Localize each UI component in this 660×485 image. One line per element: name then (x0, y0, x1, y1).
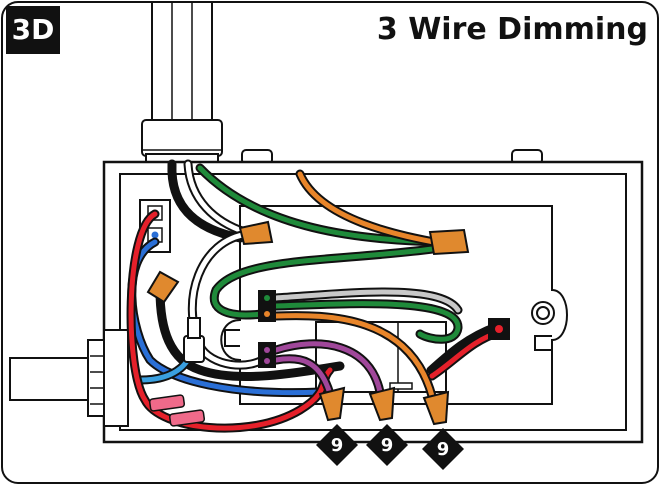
callout-9-b: 9 (366, 424, 408, 466)
screw-terminal-icon (258, 342, 276, 368)
wire-nut-icon (318, 386, 346, 422)
svg-text:9: 9 (381, 435, 394, 456)
screw-terminal-icon (258, 290, 276, 322)
push-connector-icon (183, 317, 205, 363)
screw-terminal-icon (488, 318, 510, 340)
wire-nut-icon (238, 220, 274, 246)
wire-nut-icon (368, 386, 396, 422)
svg-text:9: 9 (437, 439, 450, 460)
callout-9-c: 9 (422, 428, 464, 470)
svg-text:9: 9 (331, 435, 344, 456)
step-badge: 3D (6, 6, 60, 54)
conduit-icon (141, 1, 223, 165)
wire-nut-icon (428, 228, 470, 256)
dimmer-knob-icon (9, 329, 129, 427)
page-title: 3 Wire Dimming (376, 12, 648, 47)
push-connector-icon (148, 394, 206, 427)
callout-9-a: 9 (316, 424, 358, 466)
wire-nut-icon (146, 270, 180, 304)
wire-nut-icon (422, 390, 450, 426)
